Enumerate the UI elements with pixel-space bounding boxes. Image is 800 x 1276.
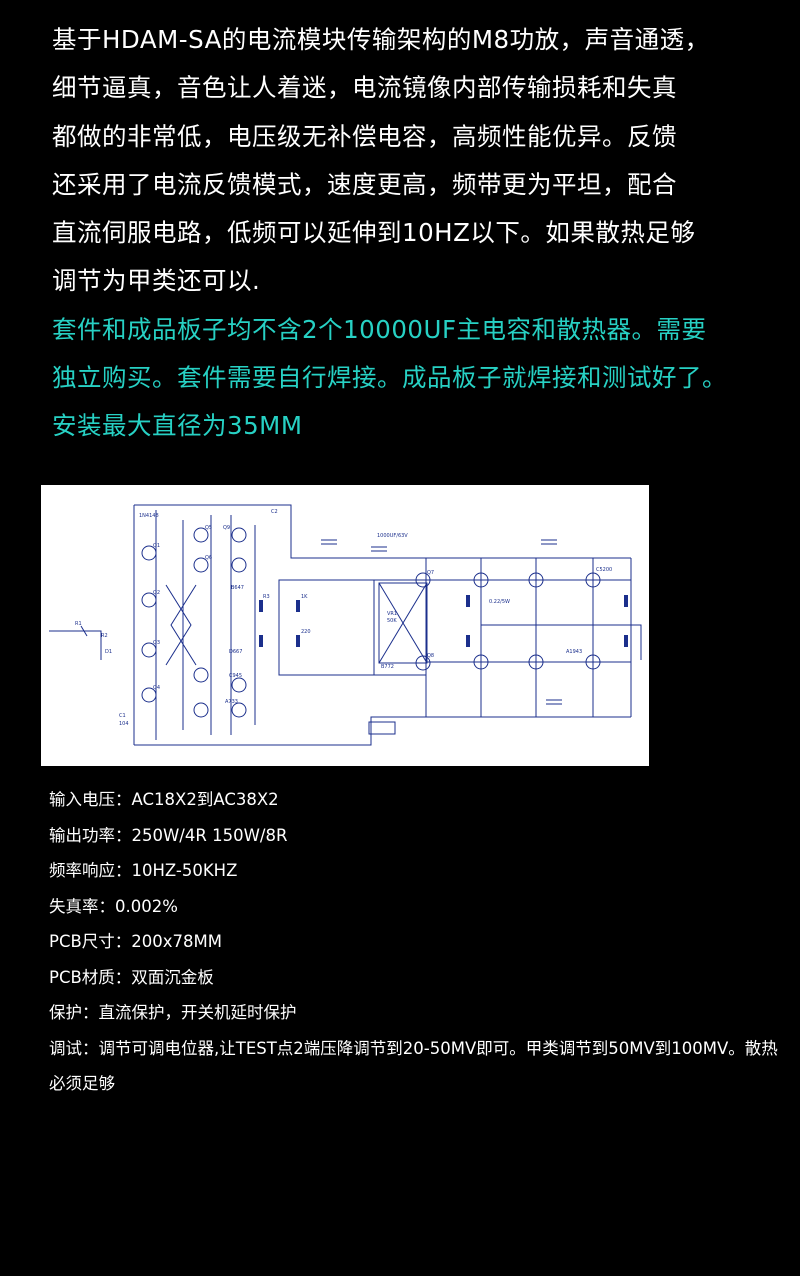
description-line: 直流伺服电路，低频可以延伸到10HZ以下。如果散热足够 — [52, 218, 696, 248]
schematic-label: Q9 — [223, 525, 230, 531]
spec-item: 输出功率：250W/4R 150W/8R — [49, 825, 288, 845]
description-paragraph: 基于HDAM-SA的电流模块传输架构的M8功放，声音通透， 细节逼真，音色让人着… — [52, 16, 792, 306]
schematic-label: Q4 — [153, 685, 160, 691]
schematic-label: 0.22/5W — [489, 599, 510, 605]
schematic-label: C2 — [271, 509, 278, 515]
description-line: 都做的非常低，电压级无补偿电容，高频性能优异。反馈 — [52, 121, 677, 151]
schematic-label: D667 — [229, 649, 242, 655]
schematic-label: Q6 — [205, 555, 212, 561]
schematic-label: Q2 — [153, 590, 160, 596]
schematic-label: 1N4148 — [139, 513, 159, 519]
schematic-label: Q3 — [153, 640, 160, 646]
schematic-drawing: R1 R2 R3 Q1 Q2 Q3 Q4 Q5 Q6 Q7 Q8 Q9 A733… — [41, 485, 649, 766]
schematic-label: C945 — [229, 673, 242, 679]
schematic-label: R1 — [75, 621, 82, 627]
schematic-label: D1 — [105, 649, 112, 655]
schematic-label: R3 — [263, 594, 270, 600]
schematic-label: 50K — [387, 618, 397, 624]
spec-item: 输入电压：AC18X2到AC38X2 — [49, 790, 279, 809]
schematic-label: A733 — [225, 699, 238, 705]
spec-list: 输入电压：AC18X2到AC38X2 输出功率：250W/4R 150W/8R … — [49, 782, 789, 1102]
purchase-notice: 套件和成品板子均不含2个10000UF主电容和散热器。需要 独立购买。套件需要自… — [52, 306, 792, 451]
spec-item: PCB材质：双面沉金板 — [49, 967, 214, 987]
schematic-label: 1000UF/63V — [377, 533, 408, 539]
notice-line: 套件和成品板子均不含2个10000UF主电容和散热器。需要 — [52, 314, 707, 344]
spec-item: 失真率：0.002% — [49, 896, 178, 916]
description-line: 调节为甲类还可以. — [52, 266, 261, 296]
spec-item: PCB尺寸：200x78MM — [49, 932, 223, 951]
schematic-label: B647 — [231, 585, 244, 591]
spec-item-debug: 调试：调节可调电位器,让TEST点2端压降调节到20-50MV即可。甲类调节到5… — [49, 1038, 778, 1094]
notice-line: 安装最大直径为35MM — [52, 411, 303, 441]
description-line: 基于HDAM-SA的电流模块传输架构的M8功放，声音通透， — [52, 25, 710, 54]
schematic-label: R2 — [101, 633, 108, 639]
schematic-label: A1943 — [566, 649, 582, 655]
schematic-label: Q8 — [427, 653, 434, 659]
schematic-label: VR1 — [387, 611, 397, 617]
description-line: 细节逼真，音色让人着迷，电流镜像内部传输损耗和失真 — [52, 73, 677, 103]
spec-item: 保护：直流保护，开关机延时保护 — [49, 1003, 297, 1022]
schematic-label: 220 — [301, 629, 311, 635]
notice-line: 独立购买。套件需要自行焊接。成品板子就焊接和测试好了。 — [52, 363, 727, 393]
schematic-label: Q5 — [205, 525, 212, 531]
schematic-label: C5200 — [596, 567, 612, 573]
description-line: 还采用了电流反馈模式，速度更高，频带更为平坦，配合 — [52, 169, 677, 199]
product-description: 基于HDAM-SA的电流模块传输架构的M8功放，声音通透， 细节逼真，音色让人着… — [52, 16, 792, 451]
schematic-label: B772 — [381, 664, 394, 670]
schematic-label: 104 — [119, 721, 129, 727]
schematic-label: C1 — [119, 713, 126, 719]
spec-item: 频率响应：10HZ-50KHZ — [49, 861, 238, 880]
schematic-label: 1K — [301, 594, 308, 600]
schematic-label: Q7 — [427, 570, 434, 576]
schematic-label: Q1 — [153, 543, 160, 549]
circuit-schematic: R1 R2 R3 Q1 Q2 Q3 Q4 Q5 Q6 Q7 Q8 Q9 A733… — [41, 485, 649, 766]
